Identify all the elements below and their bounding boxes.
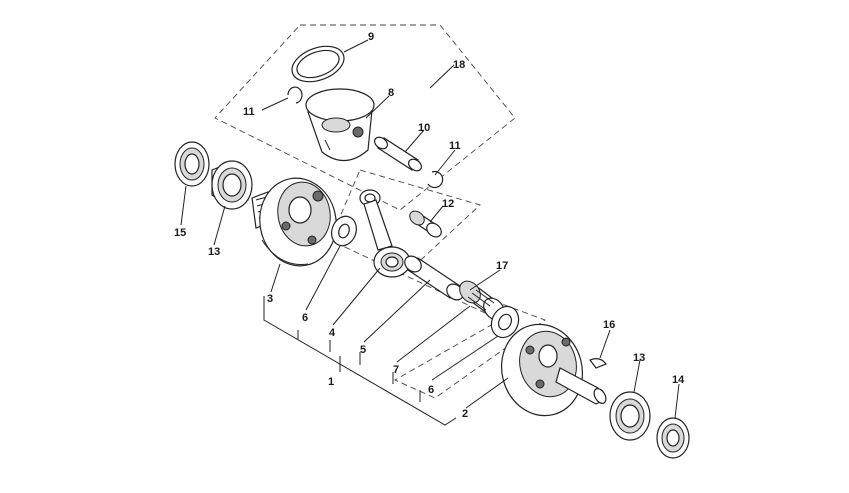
callout-16: 16 (603, 319, 615, 331)
woodruff-key (589, 358, 607, 369)
callout-18: 18 (453, 59, 465, 71)
bearing-right (609, 391, 651, 441)
crank-pin (404, 255, 464, 301)
callout-9: 9 (368, 31, 374, 43)
piston-ring (291, 45, 345, 83)
callout-15: 15 (174, 227, 186, 239)
callout-14: 14 (672, 374, 685, 386)
callout-11-left: 11 (243, 106, 255, 118)
callout-1: 1 (328, 376, 334, 388)
callout-7: 7 (393, 364, 399, 376)
callout-6-left: 6 (302, 312, 308, 324)
callout-13-left: 13 (208, 246, 220, 258)
callout-11-right: 11 (449, 140, 461, 152)
circlip-right (427, 170, 444, 189)
piston (305, 88, 375, 162)
callout-10: 10 (418, 122, 430, 134)
crank-half-left (251, 177, 337, 267)
piston-pin (373, 136, 423, 172)
callout-13-right: 13 (633, 352, 645, 364)
small-end-bearing (409, 210, 442, 238)
thrust-washer-left (331, 215, 357, 247)
callout-2: 2 (462, 408, 468, 420)
crank-half-right (500, 323, 607, 417)
thrust-washer-right (490, 305, 520, 339)
callout-5: 5 (360, 344, 366, 356)
callout-3: 3 (267, 293, 273, 305)
oil-seal-right (656, 417, 690, 459)
oil-seal-left (174, 141, 210, 187)
assembly-brackets (263, 296, 457, 426)
leader-lines (180, 39, 680, 419)
bearing-left (211, 160, 253, 210)
callout-12: 12 (442, 198, 454, 210)
callout-4: 4 (329, 327, 336, 339)
callout-6-right: 6 (428, 384, 434, 396)
callout-8: 8 (388, 87, 394, 99)
circlip-left (287, 86, 303, 104)
piston-kit-group-outline (214, 24, 516, 211)
callout-17: 17 (496, 260, 508, 272)
connecting-rod (359, 189, 411, 278)
callouts: 1 2 3 4 5 6 6 7 8 9 10 11 11 12 13 13 14… (174, 31, 685, 420)
